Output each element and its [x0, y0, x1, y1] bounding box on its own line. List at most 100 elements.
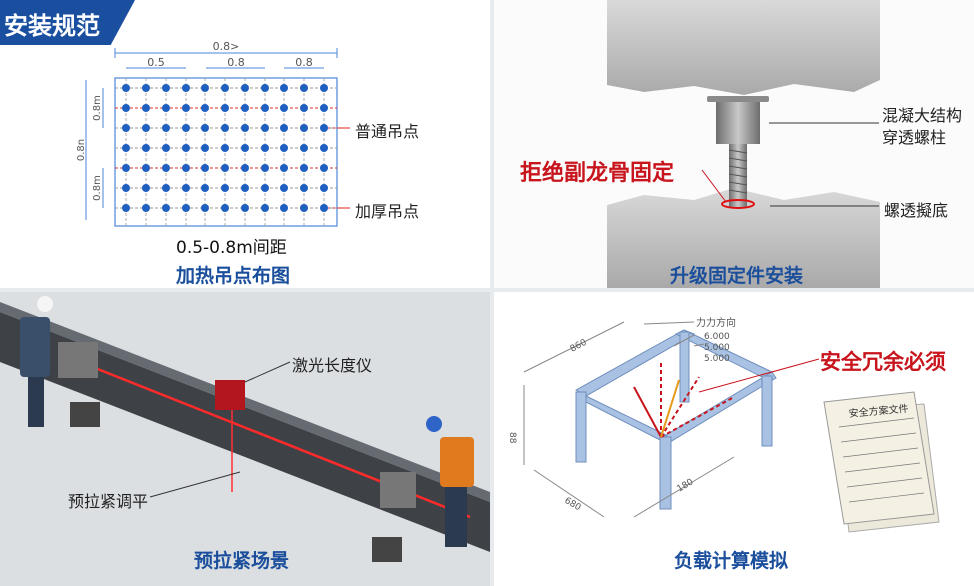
hanging-point: [221, 164, 229, 172]
hanging-point: [280, 144, 288, 152]
hanging-point: [122, 104, 130, 112]
hanging-point: [300, 164, 308, 172]
hanging-point: [201, 204, 209, 212]
dim-row: 0.8m: [92, 175, 103, 201]
label-bolt-line2: 穿透螺柱: [882, 128, 947, 147]
hanging-point: [182, 184, 190, 192]
label-force-direction: 力力方向: [696, 316, 736, 329]
hanging-point: [182, 164, 190, 172]
dim-left: 0.8n: [76, 139, 87, 161]
dim-sub: 0.8: [295, 56, 313, 69]
panel-hanging-points: 0.8> 0.5 0.8 0.8 0.8n 0.8m 0.8m 安装规范 普通吊…: [0, 0, 490, 288]
load-value: 5.000: [704, 343, 730, 353]
legend-normal-point: 普通吊点: [355, 122, 420, 141]
hanging-point: [300, 124, 308, 132]
dim-top: 0.8>: [213, 40, 240, 53]
hanging-point: [122, 124, 130, 132]
hanging-point: [142, 124, 150, 132]
hanging-point: [280, 204, 288, 212]
concrete-ceiling: [607, 0, 880, 95]
panel-fastener-install: 混凝大结构 穿透螺柱 拒绝副龙骨固定 螺透擬底 升级固定件安装: [494, 0, 974, 288]
divider-horizontal: [0, 288, 974, 292]
label-bolt-line1: 混凝大结构: [882, 106, 963, 125]
load-value: 6.000: [704, 332, 730, 342]
tensioner-right: [380, 472, 416, 508]
hanging-point: [280, 104, 288, 112]
hanging-point: [221, 184, 229, 192]
panel-load-simulation: 力力方向 6.000 5.000 5.000 860 88 680 180 安全…: [494, 292, 974, 586]
divider-vertical: [490, 0, 494, 586]
hanging-point: [300, 184, 308, 192]
hanging-point: [142, 204, 150, 212]
hanging-point: [241, 84, 249, 92]
hanging-point: [280, 124, 288, 132]
steel-beam: [0, 312, 490, 552]
hanging-point: [221, 124, 229, 132]
label-base: 螺透擬底: [884, 201, 949, 220]
frame-illustration: 力力方向 6.000 5.000 5.000 860 88 680 180 安全…: [507, 316, 940, 533]
panel-pretension-scene: 激光长度仪 预拉紧调平 预拉紧场景: [0, 292, 490, 586]
hanging-point: [280, 164, 288, 172]
panel-caption: 加热吊点布图: [176, 265, 291, 287]
hanging-point: [241, 104, 249, 112]
hanging-point: [320, 104, 328, 112]
hanging-point: [320, 144, 328, 152]
laser-meter-icon: [215, 380, 245, 410]
dim-label: 180: [676, 477, 696, 494]
force-arrows: [633, 358, 820, 438]
dim-sub: 0.5: [147, 56, 165, 69]
hanging-point: [142, 164, 150, 172]
hanging-point: [241, 144, 249, 152]
hanging-point: [320, 184, 328, 192]
hanging-point: [122, 84, 130, 92]
dim-row: 0.8m: [92, 95, 103, 121]
hanging-point: [280, 184, 288, 192]
hanging-point: [162, 104, 170, 112]
hanging-point: [182, 124, 190, 132]
hanging-point: [142, 184, 150, 192]
hanging-point: [300, 144, 308, 152]
hanging-point: [241, 164, 249, 172]
hanging-point: [122, 164, 130, 172]
bolt-illustration: [607, 0, 880, 288]
beam-scene: [0, 296, 490, 562]
worker-right: [426, 416, 442, 432]
hanging-point: [162, 164, 170, 172]
hanging-point: [182, 204, 190, 212]
hanging-point: [182, 84, 190, 92]
hanging-point: [241, 124, 249, 132]
hanging-point: [182, 144, 190, 152]
hanging-point: [122, 184, 130, 192]
hanging-point: [162, 204, 170, 212]
hex-nut-icon: [716, 102, 760, 144]
hanging-point: [162, 124, 170, 132]
dim-sub: 0.8: [227, 56, 245, 69]
hanging-point: [201, 84, 209, 92]
hanging-point: [221, 144, 229, 152]
hanging-point: [142, 84, 150, 92]
hanging-point: [261, 144, 269, 152]
hanging-point: [201, 124, 209, 132]
hanging-point: [162, 184, 170, 192]
tensioner-left: [58, 342, 98, 378]
hanging-point: [221, 84, 229, 92]
hanging-point: [162, 84, 170, 92]
panel-caption: 预拉紧场景: [194, 550, 290, 572]
hanging-point: [122, 144, 130, 152]
hanging-point: [320, 84, 328, 92]
legend-thick-point: 加厚吊点: [355, 202, 420, 221]
hanging-point: [241, 204, 249, 212]
hanging-point: [142, 104, 150, 112]
hanging-point: [162, 144, 170, 152]
hanging-point: [261, 124, 269, 132]
panel-caption: 负载计算模拟: [674, 550, 789, 572]
hanging-point: [300, 204, 308, 212]
hanging-point: [261, 204, 269, 212]
hanging-point: [300, 84, 308, 92]
label-laser: 激光长度仪: [292, 356, 373, 375]
hanging-point: [201, 104, 209, 112]
hanging-point: [320, 204, 328, 212]
hanging-point: [320, 124, 328, 132]
hanging-point: [261, 164, 269, 172]
dim-label: 860: [569, 338, 589, 355]
